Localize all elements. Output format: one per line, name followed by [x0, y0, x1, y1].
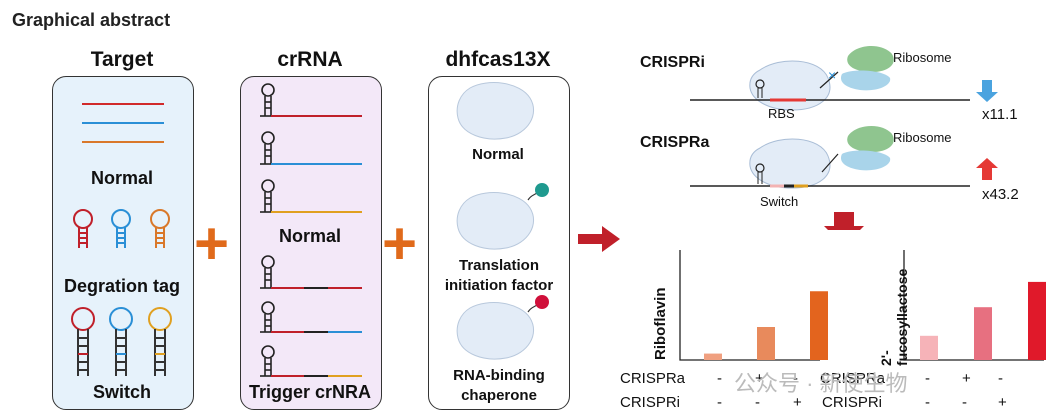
- condition-sign: -: [962, 394, 967, 411]
- condition-sign: -: [755, 394, 760, 411]
- chart-bar: [974, 307, 992, 360]
- condition-sign: -: [998, 370, 1003, 387]
- cas-heading: dhfcas13X: [445, 48, 551, 71]
- page-title: Graphical abstract: [12, 10, 171, 30]
- hairpin-red: [73, 209, 93, 248]
- hairpin-blue: [111, 209, 131, 248]
- crispri-ribosome-small: [840, 70, 891, 91]
- hairpin-orange: [150, 209, 170, 248]
- crispra-label: CRISPRa: [640, 134, 710, 151]
- crispri-cas-protein: [749, 60, 831, 111]
- condition-sign: +: [998, 394, 1007, 411]
- plus-icon: +: [382, 210, 418, 277]
- condition-sign: +: [793, 394, 802, 411]
- fucosyllactose-chart: [903, 250, 1046, 361]
- crispra-row-label-left: CRISPRa: [620, 370, 686, 387]
- condition-sign: +: [755, 370, 764, 387]
- right-arrow-icon: [578, 226, 620, 252]
- crrna-normal-3: [260, 179, 362, 213]
- cas-translation-label: Translation initiation factor: [444, 257, 554, 294]
- down-arrow-icon: [824, 212, 864, 230]
- crispra-ribosome-label: Ribosome: [893, 130, 952, 145]
- crrna-graphics: [260, 83, 362, 377]
- chart-bar: [920, 335, 938, 360]
- up-arrow-icon: [976, 158, 998, 180]
- crispra-fold-label: x43.2: [982, 186, 1019, 203]
- crrna-trigger-1: [260, 255, 362, 289]
- crispri-ribosome-large: [847, 45, 894, 72]
- target-switch-label: Switch: [92, 382, 151, 402]
- chart-bar: [757, 327, 775, 360]
- crrna-normal-1: [260, 83, 362, 117]
- chart-bar: [810, 291, 828, 360]
- cas-chaperone-label: RNA-binding chaperone: [453, 367, 545, 404]
- crispra-cas-protein: [749, 138, 831, 189]
- block-icon: ×: [828, 67, 836, 83]
- plus-icon: +: [194, 210, 230, 277]
- watermark: 公众号 · 新使生物: [734, 371, 908, 396]
- translation-factor-dot: [535, 183, 549, 197]
- mechanism-graphics: ×: [690, 45, 998, 230]
- condition-sign: -: [717, 370, 722, 387]
- crrna-heading: crRNA: [277, 48, 343, 71]
- target-heading: Target: [90, 48, 154, 71]
- cas-protein-normal: [456, 82, 535, 140]
- crrna-panel: [240, 76, 382, 410]
- switch-hairpin-red: [71, 307, 95, 376]
- crrna-normal-label: Normal: [278, 226, 341, 246]
- riboflavin-ylabel: Riboflavin: [652, 287, 669, 360]
- fucosyllactose-ylabel: 2'-fucosyllactose: [878, 268, 910, 366]
- switch-hairpin-orange: [148, 307, 172, 376]
- chaperone-dot: [535, 295, 549, 309]
- switch-hairpin-blue: [109, 307, 133, 376]
- crispra-site-label: Switch: [760, 194, 799, 209]
- target-degradation-label: Degration tag: [63, 276, 180, 296]
- crispri-row-label-right: CRISPRi: [822, 394, 883, 411]
- chart-axis: [903, 250, 1044, 361]
- crispri-label: CRISPRi: [640, 54, 705, 71]
- crispra-row-label-right: CRISPRa: [820, 370, 886, 387]
- crispri-ribosome-label: Ribosome: [893, 50, 952, 65]
- crispri-fold-label: x11.1: [982, 106, 1018, 123]
- condition-sign: -: [793, 370, 798, 387]
- cas-normal-label: Normal: [472, 146, 524, 163]
- condition-sign: +: [962, 370, 971, 387]
- target-normal-label: Normal: [90, 168, 153, 188]
- cas-protein-translation: [456, 192, 535, 250]
- target-graphics: [71, 103, 172, 376]
- crrna-normal-2: [260, 131, 362, 165]
- down-arrow-icon: [976, 80, 998, 102]
- chart-bar: [704, 353, 722, 360]
- crrna-trigger-3: [260, 345, 362, 377]
- cas-protein-chaperone: [456, 302, 535, 360]
- condition-sign: -: [925, 394, 930, 411]
- cas-graphics: [456, 82, 549, 360]
- crispri-site-label: RBS: [768, 106, 795, 121]
- riboflavin-chart: [679, 250, 828, 361]
- crrna-trigger-2: [260, 301, 362, 333]
- crrna-trigger-label: Trigger crNRA: [248, 382, 372, 402]
- crispri-row-label-left: CRISPRi: [620, 394, 681, 411]
- condition-sign: -: [717, 394, 722, 411]
- crispra-ribosome-small: [840, 150, 891, 171]
- chart-bar: [1028, 281, 1046, 360]
- condition-sign: -: [925, 370, 930, 387]
- crispra-ribosome-large: [847, 125, 894, 152]
